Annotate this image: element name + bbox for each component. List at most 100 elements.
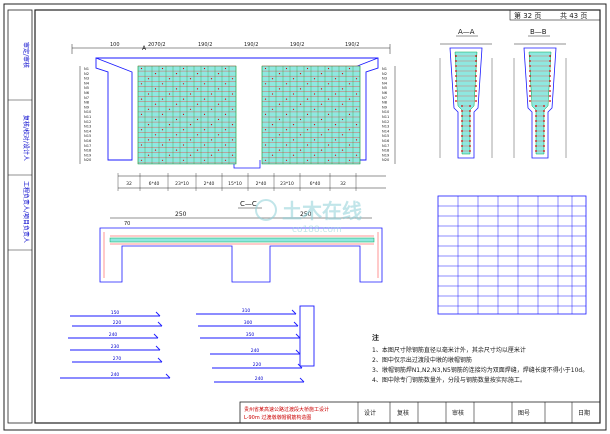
page-counter-box — [509, 9, 601, 21]
rebar-dot — [264, 144, 267, 146]
rebar-dot — [196, 134, 199, 136]
elev-dim-2: 2070/2 — [148, 42, 166, 48]
rebar-dot — [264, 159, 267, 161]
rebar-label-right: N11 — [382, 115, 389, 119]
rebar-dot — [231, 124, 234, 126]
rebar-dot — [161, 144, 164, 146]
rebar-dot — [196, 118, 199, 121]
rebar-dot — [348, 113, 351, 115]
bottom-dim-label: 6*40 — [149, 181, 160, 187]
elev-dim-1: 100 — [110, 42, 120, 48]
rebar-dot — [182, 129, 185, 131]
rebar-dot — [348, 67, 351, 70]
section-cc-title: C—C — [240, 200, 257, 208]
rebar-dot — [140, 144, 143, 146]
note-3: 3、墩帽钢筋焊N1,N2,N3,N5钢筋的连接均为双面焊缝，焊缝长度不得小于10… — [372, 366, 588, 374]
rebar-dot — [306, 98, 309, 100]
rebar-quantity-table — [437, 195, 587, 315]
rebar-dot — [196, 149, 199, 151]
rebar-dot — [355, 108, 358, 110]
rebar-dot — [217, 118, 220, 121]
rebar-dot — [355, 78, 358, 80]
rebar-dot — [182, 67, 185, 70]
rebar-label-right: N19 — [382, 153, 390, 157]
rebar-dot — [299, 73, 302, 75]
section-bb-rebars — [529, 55, 551, 152]
rebar-label-right: N15 — [382, 134, 389, 138]
rebar-dot — [292, 78, 295, 80]
section-cc: C—C 70 250 250 — [99, 200, 383, 283]
rebar-label-left: N2 — [84, 72, 89, 76]
rebar-dot — [355, 139, 358, 141]
rebar-label-left: N19 — [84, 153, 92, 157]
elev-dim-6: 190/2 — [345, 42, 359, 48]
rebar-dot — [154, 149, 157, 151]
rebar-dot — [320, 134, 323, 136]
rebar-dot — [203, 83, 206, 85]
rebar-detail-label: 350 — [246, 332, 255, 338]
bottom-dim-label: 6*40 — [310, 181, 321, 187]
rebar-dot — [313, 93, 316, 95]
rebar-dot — [278, 103, 281, 105]
rebar-label-left: N4 — [84, 81, 90, 85]
rebar-dot — [168, 78, 171, 80]
rebar-dot — [334, 139, 337, 141]
rebar-dot — [224, 98, 227, 100]
rebar-dot — [285, 98, 288, 100]
rebar-dot — [271, 93, 274, 95]
rebar-detail-label: 150 — [111, 310, 120, 316]
rebar-dot — [224, 144, 227, 146]
rebar-detail-label: 240 — [111, 372, 120, 378]
rebar-dot — [224, 159, 227, 161]
rebar-dot — [140, 98, 143, 100]
bottom-dim-label: 23*10 — [175, 181, 189, 187]
rebar-dot — [154, 73, 157, 75]
rebar-label-left: N20 — [84, 158, 92, 162]
rebar-dot — [320, 88, 323, 90]
rebar-label-right: N8 — [382, 101, 388, 105]
section-bb: B—B — [513, 28, 567, 159]
rebar-dot — [313, 108, 316, 110]
title-check: 复核 — [397, 409, 409, 417]
cc-dim-mid: 250 — [175, 211, 187, 218]
rebar-dot — [161, 129, 164, 131]
rebar-dot — [168, 154, 171, 156]
title-date: 日期 — [578, 409, 590, 417]
rebar-detail-label: 300 — [244, 320, 253, 326]
rebar-label-left: N11 — [84, 115, 91, 119]
rebar-dot — [231, 78, 234, 80]
rebar-label-right: N20 — [382, 158, 390, 162]
rebar-detail-hook — [155, 345, 161, 351]
rebar-dot — [147, 93, 150, 95]
rebar-dot — [299, 134, 302, 136]
rebar-dot — [154, 103, 157, 105]
rebar-dot — [196, 73, 199, 75]
rebar-dot — [348, 98, 351, 100]
rebar-dot — [168, 108, 171, 110]
rebar-dot — [299, 88, 302, 90]
section-mark-a: A — [142, 45, 147, 52]
rebar-dot — [334, 124, 337, 126]
title-design: 设计 — [364, 409, 376, 417]
bottom-dim-label: 15*10 — [228, 181, 242, 187]
rebar-dot — [320, 103, 323, 105]
rebar-detail-label: 270 — [113, 356, 122, 362]
rebar-dot — [285, 83, 288, 85]
section-aa: A—A — [439, 28, 493, 159]
bottom-dim-label: 32 — [340, 181, 346, 187]
rebar-dot — [182, 98, 185, 100]
elev-dim-3: 190/2 — [198, 42, 212, 48]
bottom-dim-label: 32 — [126, 181, 132, 187]
rebar-dot — [217, 73, 220, 75]
rebar-dot — [348, 159, 351, 161]
rebar-detail-hook — [165, 373, 171, 379]
rebar-label-left: N3 — [84, 77, 89, 81]
rebar-grid — [137, 65, 361, 164]
side-label-bottom: 工程负责人/项目负责人 — [22, 181, 30, 243]
rebar-dot — [306, 144, 309, 146]
rebar-dot — [327, 67, 330, 70]
rebar-dot — [154, 118, 157, 121]
